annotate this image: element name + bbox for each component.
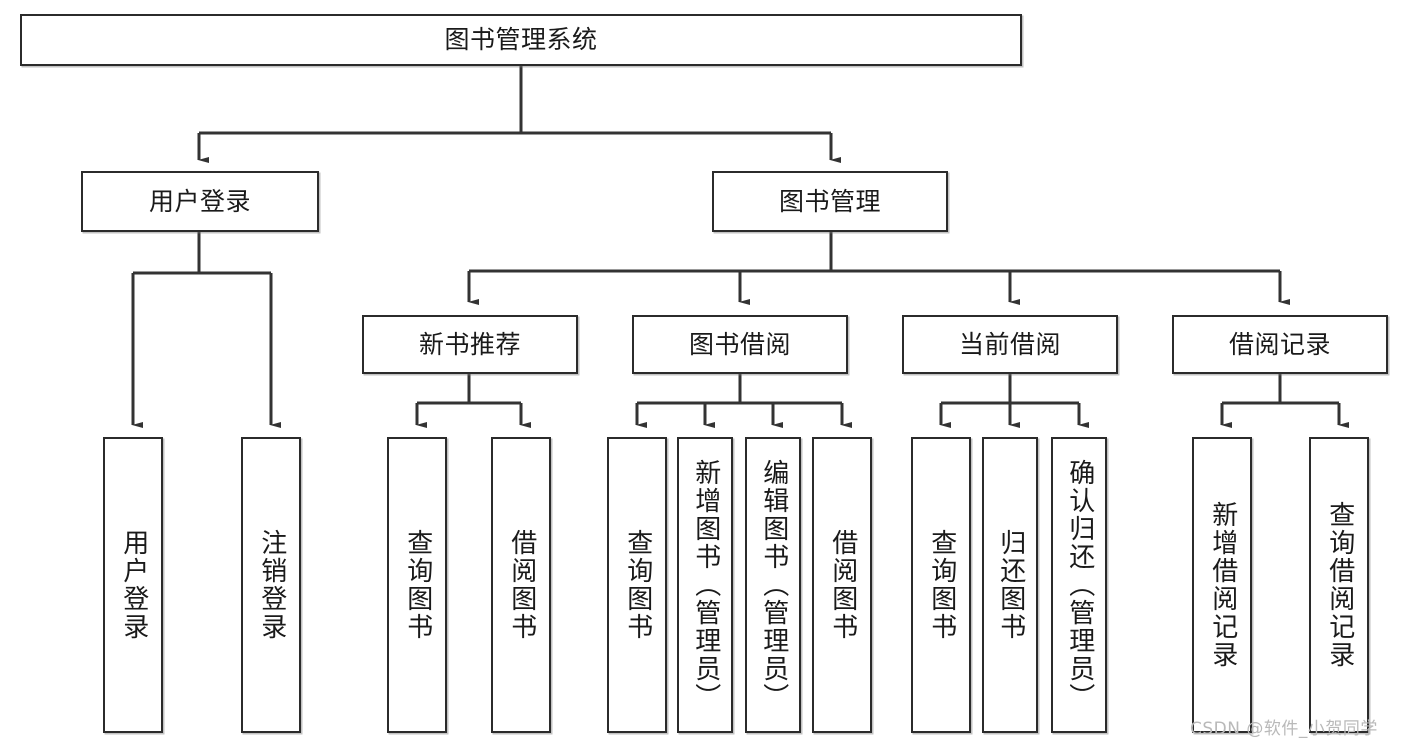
node-label: 图书借阅 — [688, 329, 791, 359]
node-label: 注销登录 — [256, 529, 287, 641]
node-leaf-user-login[interactable]: 用户登录 — [103, 437, 163, 733]
node-leaf-query-book-current[interactable]: 查询图书 — [911, 437, 971, 733]
node-leaf-return-book[interactable]: 归还图书 — [982, 437, 1038, 733]
node-label: 用户登录 — [148, 186, 251, 216]
node-new-book-recommend[interactable]: 新书推荐 — [362, 315, 578, 374]
node-label: 图书管理 — [778, 186, 881, 216]
node-user-login[interactable]: 用户登录 — [81, 171, 319, 232]
node-leaf-add-book-admin[interactable]: 新增图书（管理员） — [677, 437, 733, 733]
node-label: 编辑图书（管理员） — [758, 459, 789, 711]
node-label: 查询借阅记录 — [1324, 501, 1355, 669]
node-label: 新书推荐 — [418, 329, 521, 359]
node-leaf-borrow-book-recommend[interactable]: 借阅图书 — [491, 437, 551, 733]
node-current-borrow[interactable]: 当前借阅 — [902, 315, 1118, 374]
node-leaf-edit-book-admin[interactable]: 编辑图书（管理员） — [745, 437, 801, 733]
node-label: 当前借阅 — [958, 329, 1061, 359]
watermark-text: CSDN @软件_小贺同学 — [1190, 719, 1378, 739]
node-leaf-add-borrow-record[interactable]: 新增借阅记录 — [1192, 437, 1252, 733]
node-leaf-borrow-book[interactable]: 借阅图书 — [812, 437, 872, 733]
node-label: 新增借阅记录 — [1207, 501, 1238, 669]
node-label: 确认归还（管理员） — [1064, 459, 1095, 711]
node-label: 借阅图书 — [827, 529, 858, 641]
node-label: 查询图书 — [926, 529, 957, 641]
node-label: 借阅记录 — [1228, 329, 1331, 359]
node-leaf-query-book-recommend[interactable]: 查询图书 — [387, 437, 447, 733]
node-label: 查询图书 — [402, 529, 433, 641]
node-label: 查询图书 — [622, 529, 653, 641]
node-label: 图书管理系统 — [444, 25, 598, 55]
node-label: 用户登录 — [118, 529, 149, 641]
node-leaf-confirm-return-admin[interactable]: 确认归还（管理员） — [1051, 437, 1107, 733]
node-leaf-query-borrow-record[interactable]: 查询借阅记录 — [1309, 437, 1369, 733]
node-leaf-logout-login[interactable]: 注销登录 — [241, 437, 301, 733]
node-label: 归还图书 — [995, 529, 1026, 641]
node-label: 新增图书（管理员） — [690, 459, 721, 711]
node-book-borrow[interactable]: 图书借阅 — [632, 315, 848, 374]
node-book-management[interactable]: 图书管理 — [712, 171, 948, 232]
node-borrow-record[interactable]: 借阅记录 — [1172, 315, 1388, 374]
node-root-book-management-system[interactable]: 图书管理系统 — [20, 14, 1022, 66]
node-leaf-query-book-borrow[interactable]: 查询图书 — [607, 437, 667, 733]
node-label: 借阅图书 — [506, 529, 537, 641]
